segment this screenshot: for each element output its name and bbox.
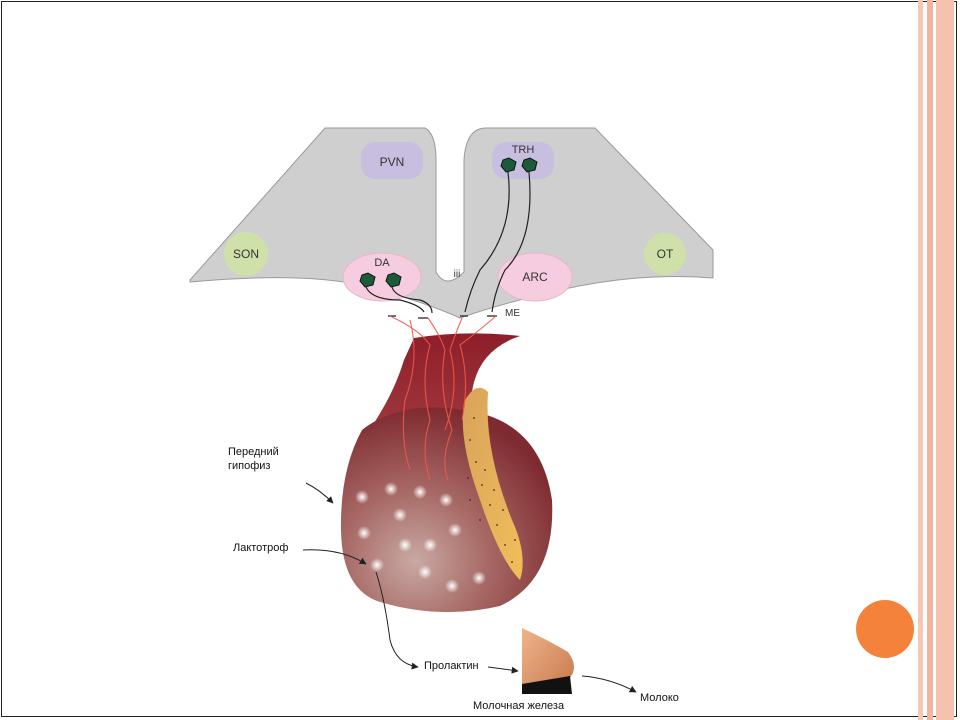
anterior-pituitary [340, 407, 553, 613]
mammary-gland [522, 628, 574, 690]
pvn-nucleus [361, 142, 423, 179]
me-label: ME [505, 308, 520, 319]
axon-paths [365, 171, 531, 319]
arc-label: ARC [522, 270, 548, 284]
hypothalamus [189, 127, 714, 319]
accent-circle[interactable] [856, 600, 914, 658]
portal-vessels [389, 315, 497, 481]
posterior-pituitary [462, 387, 523, 580]
decor-stripe [918, 0, 923, 720]
milk-label: Молоко [640, 692, 679, 704]
ot-label: OT [657, 247, 674, 261]
da-nucleus [342, 252, 422, 302]
da-label: DA [374, 257, 390, 269]
ot-nucleus [644, 233, 686, 275]
lactotroph-cells [355, 482, 486, 593]
decor-stripe [927, 0, 933, 720]
decor-stripe [936, 0, 954, 720]
mammary-gland-base [522, 676, 572, 694]
mammary-gland-label: Молочная железа [473, 700, 565, 712]
arc-nucleus [497, 252, 573, 302]
prolactin-label: Пролактин [424, 660, 479, 672]
posterior-granules [467, 417, 516, 563]
annotation-arrows [302, 482, 637, 693]
neuron-icon [359, 157, 538, 288]
anterior-pituitary-label: Передний гипофиз [228, 446, 279, 472]
trh-label: TRH [512, 144, 535, 156]
lactotroph-label: Лактотроф [233, 542, 289, 554]
third-ventricle-label: iii [454, 269, 461, 280]
son-nucleus [224, 232, 268, 276]
son-label: SON [233, 247, 259, 261]
pvn-label: PVN [380, 155, 405, 169]
